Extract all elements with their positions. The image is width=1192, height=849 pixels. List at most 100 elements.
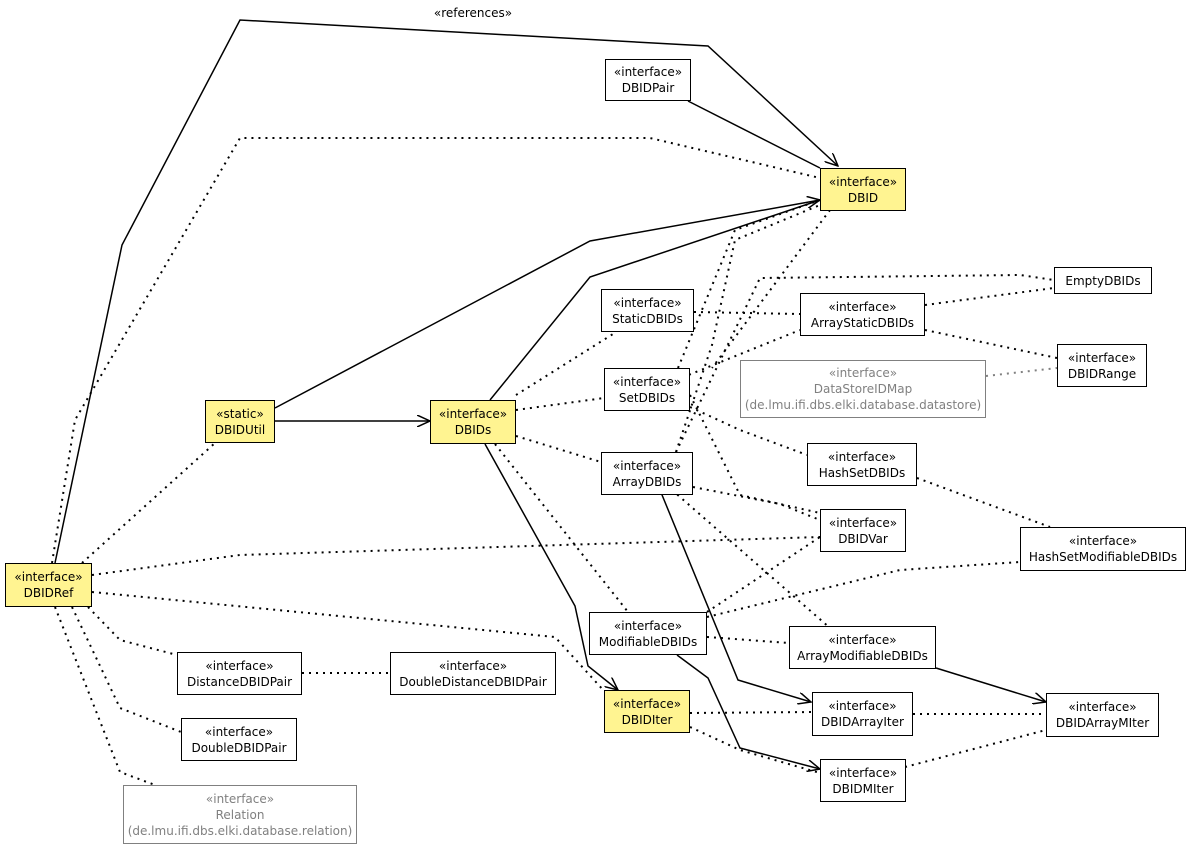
edge-modifiabledbids-dbidvar (706, 536, 821, 613)
edge-arraydbids-arraymodifiabledbids (671, 489, 831, 629)
class-emptydbids[interactable]: EmptyDBIDs (1054, 267, 1152, 294)
class-dbidarraymiter[interactable]: «interface» DBIDArrayMIter (1046, 693, 1159, 737)
class-name: DistanceDBIDPair (186, 674, 293, 689)
class-arraystaticdbids[interactable]: «interface» ArrayStaticDBIDs (800, 293, 925, 336)
edge-dbidref-references-dbid (54, 19, 838, 564)
edge-modifiabledbids-dbidmiter (676, 654, 820, 769)
class-name: DBIDMIter (832, 781, 894, 796)
edge-arraydbids-dbidarrayiter (659, 489, 811, 702)
class-name: DataStoreIDMap (813, 382, 913, 396)
edge-dbids-dbiditer (484, 443, 618, 690)
class-modifiabledbids[interactable]: «interface» ModifiableDBIDs (589, 612, 707, 655)
class-relation[interactable]: «interface» Relation (de.lmu.ifi.dbs.elk… (123, 785, 357, 844)
edge-dbidref-dbiditer (91, 591, 606, 693)
edge-dbids-modifiabledbids (494, 443, 629, 613)
class-name: DBIDRef (23, 586, 74, 600)
stereotype: «interface» (14, 570, 83, 584)
references-label: «references» (434, 6, 512, 20)
edge-dbids-setdbids (515, 397, 605, 411)
class-dbidref[interactable]: «interface» DBIDRef (5, 563, 92, 607)
class-dbidvar[interactable]: «interface» DBIDVar (820, 509, 906, 552)
class-name: SetDBIDs (618, 390, 676, 405)
stereotype: «interface» (613, 65, 683, 79)
edge-dbidref-dbidvar (91, 536, 821, 576)
class-name: DBIDPair (621, 81, 675, 95)
stereotype: «interface» (205, 658, 274, 673)
class-dbidpair[interactable]: «interface» DBIDPair (605, 59, 691, 101)
edge-modifiabledbids-hashsetmodifiabledbids (706, 561, 1021, 618)
class-name: DoubleDBIDPair (191, 740, 287, 755)
edge-dbidref-dbid-dotted (51, 137, 821, 564)
stereotype: «interface» (612, 374, 682, 389)
class-staticdbids[interactable]: «interface» StaticDBIDs (601, 289, 694, 332)
class-setdbids[interactable]: «interface» SetDBIDs (604, 368, 690, 411)
class-name: DBIDs (454, 423, 492, 437)
class-name: Relation (215, 807, 265, 822)
edge-dbids-staticdbids (515, 333, 614, 396)
edge-hashsetdbids-hashsetmodifiabledbids (916, 477, 1051, 528)
class-name: DBIDUtil (214, 422, 266, 437)
stereotype: «interface» (612, 458, 682, 473)
class-name: HashSetModifiableDBIDs (1028, 550, 1178, 564)
class-name: ArrayStaticDBIDs (810, 315, 915, 330)
edge-setdbids-arraystaticdbids (675, 329, 801, 381)
class-dbiditer[interactable]: «interface» DBIDIter (604, 690, 690, 733)
stereotype: «interface» (612, 696, 682, 711)
stereotype: «interface» (828, 174, 898, 189)
class-arraymodifiabledbids[interactable]: «interface» ArrayModifiableDBIDs (789, 626, 936, 669)
edge-arraystaticdbids-dbidrange (924, 329, 1058, 359)
stereotype: «interface» (828, 515, 898, 530)
edge-arraydbids-dbid (675, 204, 821, 453)
stereotype: «interface» (613, 295, 682, 310)
class-dbidmiter[interactable]: «interface» DBIDMIter (820, 759, 906, 802)
stereotype: «interface» (828, 632, 897, 647)
edge-dbid-arraystaticdbids (711, 209, 831, 369)
class-name: ModifiableDBIDs (598, 634, 698, 649)
edge-dbidref-doubledbidpair (71, 606, 182, 733)
class-name: ArrayModifiableDBIDs (797, 648, 928, 663)
edge-arraystaticdbids-emptydbids (924, 287, 1055, 306)
class-name: DoubleDistanceDBIDPair (399, 674, 547, 689)
class-hashsetmodifiabledbids[interactable]: «interface» HashSetModifiableDBIDs (1020, 527, 1186, 571)
class-dbid[interactable]: «interface» DBID (820, 168, 906, 211)
class-doubledistancedbidpair[interactable]: «interface» DoubleDistanceDBIDPair (390, 652, 556, 695)
stereotype: «interface» (828, 366, 898, 380)
class-name: DBIDArrayIter (821, 715, 904, 729)
stereotype: «interface» (613, 618, 683, 633)
class-name: DBIDArrayMIter (1055, 716, 1150, 730)
class-dbids[interactable]: «interface» DBIDs (430, 400, 516, 444)
class-distancedbidpair[interactable]: «interface» DistanceDBIDPair (177, 652, 302, 695)
class-name: ArrayDBIDs (612, 474, 682, 489)
class-name: DBIDVar (838, 531, 888, 546)
edge-dbidmiter-dbidarraymiter (904, 729, 1047, 768)
package-name: (de.lmu.ifi.dbs.elki.database.relation) (127, 823, 353, 838)
class-hashsetdbids[interactable]: «interface» HashSetDBIDs (807, 443, 917, 486)
class-doubledbidpair[interactable]: «interface» DoubleDBIDPair (181, 718, 297, 761)
edge-dbiditer-dbidarrayiter (689, 711, 813, 714)
class-name: HashSetDBIDs (818, 465, 906, 480)
stereotype: «interface» (1068, 700, 1137, 714)
stereotype: «interface» (827, 449, 897, 464)
edge-dbidref-dbidutil (81, 442, 216, 564)
edge-dbids-arraydbids (515, 435, 602, 463)
stereotype: «interface» (1068, 534, 1138, 548)
class-name: DBIDIter (621, 712, 673, 727)
class-datastoreidmap[interactable]: «interface» DataStoreIDMap (de.lmu.ifi.d… (740, 360, 986, 418)
class-arraydbids[interactable]: «interface» ArrayDBIDs (601, 452, 693, 495)
edge-setdbids-dbid (677, 199, 821, 369)
stereotype: «static» (216, 406, 264, 421)
class-dbidutil[interactable]: «static» DBIDUtil (205, 400, 275, 443)
class-dbidrange[interactable]: «interface» DBIDRange (1057, 344, 1147, 387)
edge-dbids-dbid (489, 199, 821, 401)
edge-modifiabledbids-arraymodifiabledbids (706, 636, 790, 644)
class-name: EmptyDBIDs (1065, 273, 1141, 288)
edge-dbidutil-dbid (274, 200, 820, 409)
edge-arraydbids-dbidvar (692, 486, 821, 521)
class-dbidarrayiter[interactable]: «interface» DBIDArrayIter (812, 692, 913, 736)
stereotype: «interface» (204, 724, 274, 739)
stereotype: «interface» (828, 765, 898, 780)
stereotype: «interface» (438, 407, 508, 421)
package-name: (de.lmu.ifi.dbs.elki.database.datastore) (744, 398, 982, 412)
